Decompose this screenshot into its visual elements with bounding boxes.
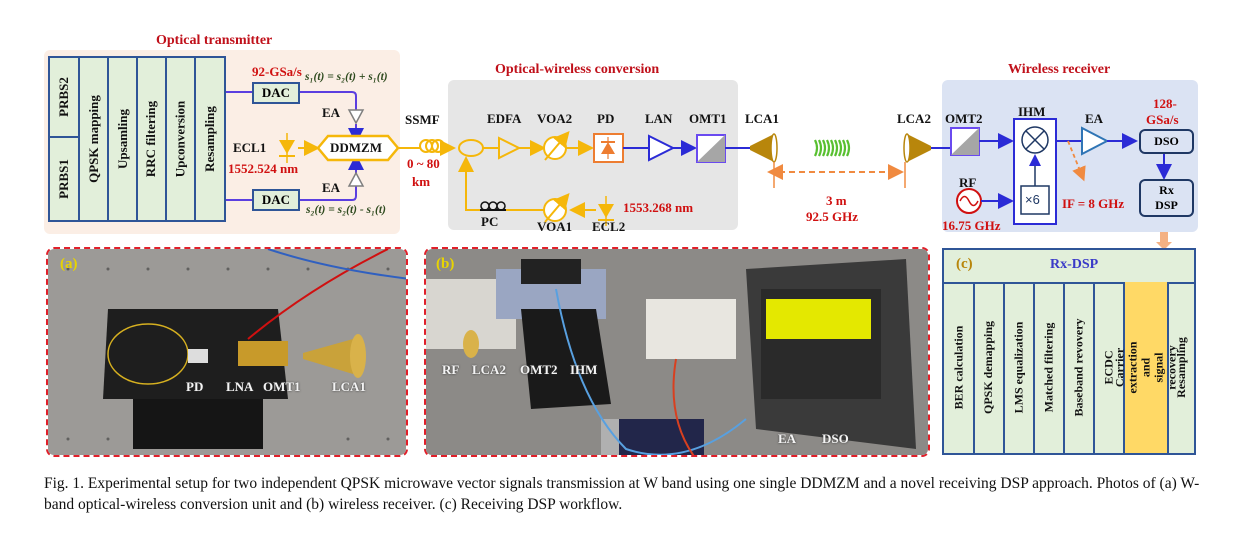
- omt1-icon: [696, 134, 726, 163]
- rx-dsp-header: (c) Rx-DSP: [944, 250, 1194, 284]
- link-frequency: 92.5 GHz: [806, 209, 858, 224]
- step-baseband-recovery: Baseband revovery: [1065, 282, 1095, 453]
- photo-b-label-ihm: IHM: [570, 362, 598, 377]
- ea-top-label: EA: [322, 105, 341, 120]
- voa1-icon: [543, 192, 570, 223]
- fiber-length-2: km: [412, 174, 431, 189]
- ea-bottom-label: EA: [322, 180, 341, 195]
- figure-caption: Fig. 1. Experimental setup for two indep…: [44, 475, 1200, 513]
- omt2-icon: [950, 127, 980, 156]
- resampling-block: Resampling: [194, 56, 226, 222]
- if-arrow: [1067, 140, 1086, 182]
- rx-ea-icon: [1081, 126, 1110, 156]
- ddmzm-label: DDMZM: [330, 140, 382, 155]
- step-lms-equalization: LMS equalization: [1005, 282, 1035, 453]
- rf-label: RF: [959, 175, 977, 190]
- step-carrier-extraction: Carrier extraction and signal recovery: [1113, 282, 1179, 453]
- dso-rate-1: 128-: [1153, 96, 1177, 111]
- to-rxdsp-arrow: [1156, 232, 1172, 250]
- photo-a: (a) PD LNA OMT1 LCA1: [46, 247, 408, 457]
- lca1-label: LCA1: [745, 111, 779, 126]
- link-distance: 3 m: [826, 193, 847, 208]
- step-resampling: Resampling: [1174, 337, 1188, 398]
- voa1-label: VOA1: [537, 219, 573, 234]
- step-ecdc: ECDC: [1095, 282, 1125, 453]
- rf-source-icon: [956, 188, 982, 214]
- multiplier-box: [1020, 185, 1050, 215]
- ecl2-laser-icon: [598, 196, 614, 226]
- dac-top-box: DAC: [252, 82, 300, 104]
- photo-b-label-rf: RF: [442, 362, 460, 377]
- rx-ea-label: EA: [1085, 111, 1104, 126]
- rx-dsp-tag: (c): [956, 256, 973, 272]
- ea-bottom-icon: [347, 171, 365, 187]
- photo-b-label-omt2: OMT2: [520, 362, 558, 377]
- coupler-icon: [458, 139, 484, 157]
- rx-dsp-workflow: (c) Rx-DSP BER calculation QPSK demappin…: [942, 248, 1196, 455]
- photo-a-label-lna: LNA: [226, 379, 254, 394]
- rx-dsp-title: Rx-DSP: [1050, 257, 1099, 272]
- voa2-icon: [543, 130, 570, 161]
- rf-frequency: 16.75 GHz: [942, 218, 1001, 233]
- edfa-label: EDFA: [487, 111, 522, 126]
- lan-label: LAN: [645, 111, 673, 126]
- photo-b-label-dso: DSO: [822, 431, 849, 446]
- fiber-length-1: 0 ~ 80: [407, 156, 440, 171]
- edfa-icon: [498, 136, 522, 160]
- ecl2-label: ECL2: [592, 219, 626, 234]
- ihm-label: IHM: [1018, 104, 1046, 119]
- omt2-label: OMT2: [945, 111, 983, 126]
- photo-b-tag: (b): [436, 256, 455, 272]
- photo-a-tag: (a): [60, 256, 78, 272]
- receiver-title: Wireless receiver: [1008, 62, 1111, 77]
- dac-rate-label: 92-GSa/s: [252, 64, 302, 79]
- photo-b-label-ea: EA: [778, 431, 797, 446]
- multiplier-label: ×6: [1025, 192, 1040, 207]
- dso-rate-2: GSa/s: [1146, 112, 1179, 127]
- pc-icon: [480, 201, 506, 211]
- lca2-horn-icon: [903, 133, 931, 188]
- photo-b-scene: [426, 249, 928, 455]
- photo-b: (b) RF LCA2 OMT2 IHM EA DSO: [424, 247, 930, 457]
- equation-top: s₁(t) = s₂(t) + s₁(t): [305, 71, 388, 83]
- optical-wireless-title: Optical-wireless conversion: [495, 62, 660, 77]
- equation-bottom: s₂(t) = s₂(t) - s₁(t): [306, 204, 386, 216]
- lca2-label: LCA2: [897, 111, 931, 126]
- step-ber-calculation: BER calculation: [944, 282, 975, 453]
- photo-a-label-lca1: LCA1: [332, 379, 366, 394]
- pd-icon: [593, 133, 624, 163]
- mixer-icon: [1021, 126, 1049, 154]
- wireless-wave-icon: [814, 139, 851, 157]
- photo-b-label-lca2: LCA2: [472, 362, 506, 377]
- dso-box: DSO: [1139, 129, 1194, 154]
- if-frequency: IF = 8 GHz: [1062, 196, 1125, 211]
- transmitter-title: Optical transmitter: [156, 33, 273, 48]
- setup-diagram-lines: [226, 91, 1172, 250]
- photo-a-scene: [48, 249, 406, 455]
- step-matched-filtering: Matched filtering: [1035, 282, 1065, 453]
- lca1-horn-icon: [750, 133, 778, 188]
- tx-electrical-paths: [226, 91, 364, 201]
- dac-bottom-box: DAC: [252, 189, 300, 211]
- lan-amplifier-icon: [648, 134, 676, 162]
- ecl1-laser-icon: [279, 133, 295, 163]
- ecl2-wavelength: 1553.268 nm: [623, 200, 694, 215]
- pc-label: PC: [481, 214, 499, 229]
- ssmf-label: SSMF: [405, 112, 440, 127]
- ecl1-wavelength: 1552.524 nm: [228, 161, 299, 176]
- step-qpsk-demapping: QPSK demapping: [975, 282, 1005, 453]
- omt1-label: OMT1: [689, 111, 727, 126]
- ecl1-label: ECL1: [233, 140, 267, 155]
- voa2-label: VOA2: [537, 111, 573, 126]
- ea-top-icon: [347, 109, 365, 125]
- ssmf-fiber-icon: [419, 139, 445, 153]
- pd-label: PD: [597, 111, 615, 126]
- photo-a-label-omt1: OMT1: [263, 379, 301, 394]
- photo-a-label-pd: PD: [186, 379, 204, 394]
